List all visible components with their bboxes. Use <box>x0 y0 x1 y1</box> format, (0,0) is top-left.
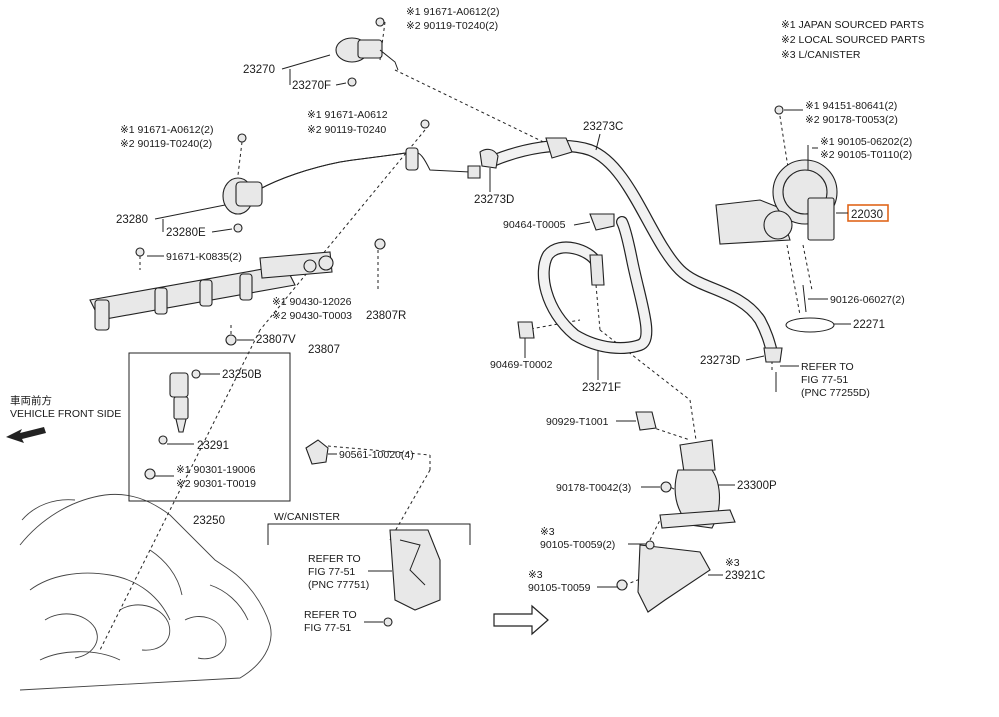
label-23270F: 23270F <box>292 80 331 92</box>
label-90469: 90469-T0002 <box>490 359 553 371</box>
label-90126: 90126-06027(2) <box>830 294 905 306</box>
label-90178-T0042: 90178-T0042(3) <box>556 482 631 494</box>
injector-box <box>128 352 291 502</box>
label-w-canister: W/CANISTER <box>274 511 340 523</box>
refer3-line1: REFER TO <box>304 609 357 621</box>
label-90105-T0059-mark: ※3 <box>528 569 543 581</box>
refer1-line3: (PNC 77255D) <box>801 387 870 399</box>
engine-outline <box>19 493 272 691</box>
fuel-rail <box>89 238 386 346</box>
vehicle-front-jp: 車両前方 <box>10 394 52 407</box>
label-90301-2: ※2 90301-T0019 <box>176 478 256 490</box>
legend-local: ※2 LOCAL SOURCED PARTS <box>781 34 925 46</box>
label-90301-1: ※1 90301-19006 <box>176 464 256 476</box>
label-22030: 22030 <box>851 209 883 221</box>
label-left-bolt2: ※2 90119-T0240(2) <box>120 138 212 150</box>
refer2-line3: (PNC 77751) <box>308 579 369 591</box>
label-91671-K0835: 91671-K0835(2) <box>166 251 242 263</box>
pressure-regulator-left <box>222 133 263 233</box>
label-23300P: 23300P <box>737 480 777 492</box>
plug-90561 <box>305 439 329 465</box>
label-23280E: 23280E <box>166 227 206 239</box>
refer1-line1: REFER TO <box>801 361 854 373</box>
clamp-23273D-right <box>763 347 783 363</box>
refer2-line2: FIG 77-51 <box>308 566 355 578</box>
label-mid-bolt2: ※2 90119-T0240 <box>307 124 386 136</box>
canister-bracket <box>383 529 441 627</box>
throttle-body <box>715 105 838 333</box>
refer2-line1: REFER TO <box>308 553 361 565</box>
label-90105-T0059: 90105-T0059 <box>528 582 591 594</box>
front-arrow-icon <box>6 427 46 443</box>
label-90561: 90561-10020(4) <box>339 449 414 461</box>
label-mid-bolt1: ※1 91671-A0612 <box>307 109 388 121</box>
label-23291: 23291 <box>197 440 229 452</box>
clamp-90469 <box>517 321 535 339</box>
label-left-bolt1: ※1 91671-A0612(2) <box>120 124 213 136</box>
legend-canister: ※3 L/CANISTER <box>781 49 861 61</box>
label-94151: ※1 94151-80641(2) <box>805 100 897 112</box>
refer1-line2: FIG 77-51 <box>801 374 848 386</box>
label-90105-06202: ※1 90105-06202(2) <box>820 136 912 148</box>
label-23807R: 23807R <box>366 310 406 322</box>
label-23250B: 23250B <box>222 369 262 381</box>
refer3-line2: FIG 77-51 <box>304 622 351 634</box>
label-90178-T0053: ※2 90178-T0053(2) <box>805 114 898 126</box>
label-90105-T0059-2: 90105-T0059(2) <box>540 539 615 551</box>
label-90464: 90464-T0005 <box>503 219 566 231</box>
label-23273C: 23273C <box>583 121 623 133</box>
label-90105-T0110: ※2 90105-T0110(2) <box>820 149 912 161</box>
label-23807: 23807 <box>308 344 340 356</box>
hose-23271F <box>537 216 653 354</box>
label-23270-bolt1: ※1 91671-A0612(2) <box>406 6 499 18</box>
clamp-90464 <box>589 213 615 231</box>
label-90430-1: ※1 90430-12026 <box>272 296 352 308</box>
legend-japan: ※1 JAPAN SOURCED PARTS <box>781 19 924 31</box>
label-23921C-mark: ※3 <box>725 557 740 569</box>
label-90929: 90929-T1001 <box>546 416 609 428</box>
label-23273D-right: 23273D <box>700 355 740 367</box>
right-arrow-icon <box>493 604 549 636</box>
leader-lines <box>99 21 813 651</box>
vehicle-front-en: VEHICLE FRONT SIDE <box>10 408 121 420</box>
label-90430-2: ※2 90430-T0003 <box>272 310 352 322</box>
hose-fitting <box>589 254 605 286</box>
label-23271F: 23271F <box>582 382 621 394</box>
label-23807V: 23807V <box>256 334 296 346</box>
hose-connector-icon <box>545 137 573 159</box>
label-23270-bolt2: ※2 90119-T0240(2) <box>406 20 498 32</box>
vsv-assembly <box>616 411 736 613</box>
label-22271: 22271 <box>853 319 885 331</box>
label-23270: 23270 <box>243 64 275 76</box>
pipe-clamp-icon <box>405 147 419 171</box>
label-23273D-top: 23273D <box>474 194 514 206</box>
pressure-regulator-top <box>335 17 399 87</box>
label-90105-T0059-2-mark: ※3 <box>540 526 555 538</box>
fuel-injector <box>144 369 201 480</box>
label-23280: 23280 <box>116 214 148 226</box>
label-23250: 23250 <box>193 515 225 527</box>
label-23921C: 23921C <box>725 570 765 582</box>
clamp-23273D-top <box>479 148 499 169</box>
